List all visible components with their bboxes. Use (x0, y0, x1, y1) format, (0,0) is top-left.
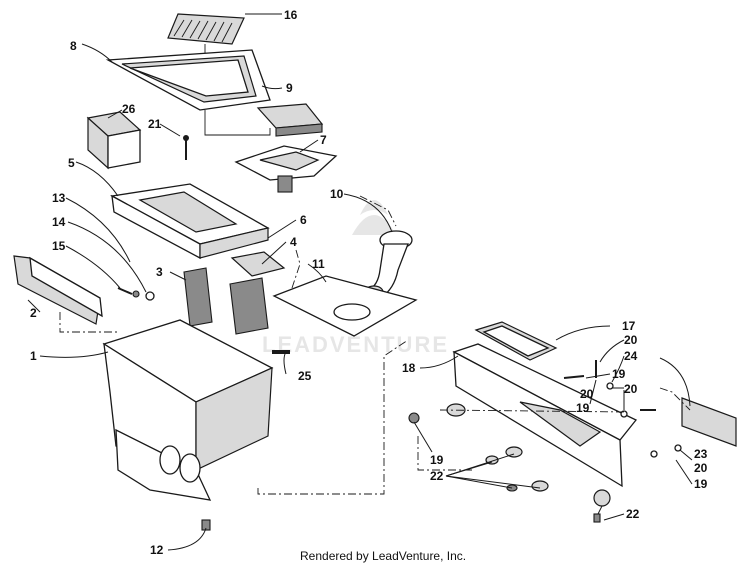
part-8-lid-frame (105, 49, 271, 111)
part-16-grille (167, 13, 245, 45)
part-13-14-15-fasteners (117, 287, 155, 301)
callout-19a: 19 (612, 367, 626, 381)
callout-20a: 20 (624, 333, 638, 347)
part-1-airbox (102, 319, 274, 501)
callout-8: 8 (70, 39, 77, 53)
callout-20c: 20 (624, 382, 638, 396)
callout-19d: 19 (430, 453, 444, 467)
part-18-console (452, 343, 638, 488)
part-25-pin (272, 350, 290, 354)
callout-3: 3 (156, 265, 163, 279)
callout-15: 15 (52, 239, 66, 253)
part-21-screw (183, 135, 189, 160)
callout-25: 25 (298, 369, 312, 383)
callout-18: 18 (402, 361, 416, 375)
part-9-filter (256, 103, 324, 137)
callout-7: 7 (320, 133, 327, 147)
footer-credit: Rendered by LeadVenture, Inc. (300, 549, 466, 563)
assembly-guides (59, 195, 691, 495)
callout-22b: 22 (626, 507, 640, 521)
part-12-drain (201, 519, 211, 531)
callout-24: 24 (624, 349, 638, 363)
part-4-panel (229, 277, 269, 335)
callout-14: 14 (52, 215, 66, 229)
callout-12: 12 (150, 543, 164, 557)
callout-10: 10 (330, 187, 344, 201)
callout-2: 2 (30, 306, 37, 320)
callout-26: 26 (122, 102, 136, 116)
callout-13: 13 (52, 191, 66, 205)
callout-21: 21 (148, 117, 162, 131)
callout-1: 1 (30, 349, 37, 363)
callout-5: 5 (68, 156, 75, 170)
callout-16: 16 (284, 8, 298, 22)
part-17-vent (474, 321, 558, 361)
callouts: 16 8 9 26 21 7 5 10 13 6 14 4 15 11 3 2 … (30, 8, 708, 557)
part-11-plate (272, 275, 418, 337)
callout-23: 23 (694, 447, 708, 461)
console-hardware (408, 360, 682, 523)
part-5-upper-tray (110, 183, 270, 260)
callout-20b: 20 (580, 387, 594, 401)
callout-9: 9 (286, 81, 293, 95)
part-7-intake-cover (234, 145, 338, 193)
callout-11: 11 (312, 257, 325, 271)
callout-leaders (27, 13, 693, 551)
callout-22a: 22 (430, 469, 444, 483)
callout-4: 4 (290, 235, 297, 249)
part-2-side-grille (13, 255, 103, 325)
callout-6: 6 (300, 213, 307, 227)
callout-17: 17 (622, 319, 636, 333)
callout-19c: 19 (694, 477, 708, 491)
callout-19b: 19 (576, 401, 590, 415)
part-6-gasket (230, 251, 286, 277)
part-23-foam (681, 397, 737, 447)
part-3-panel (183, 267, 213, 327)
part-26-foam-block (86, 111, 142, 170)
callout-20d: 20 (694, 461, 708, 475)
part-10-elbow (364, 230, 413, 299)
